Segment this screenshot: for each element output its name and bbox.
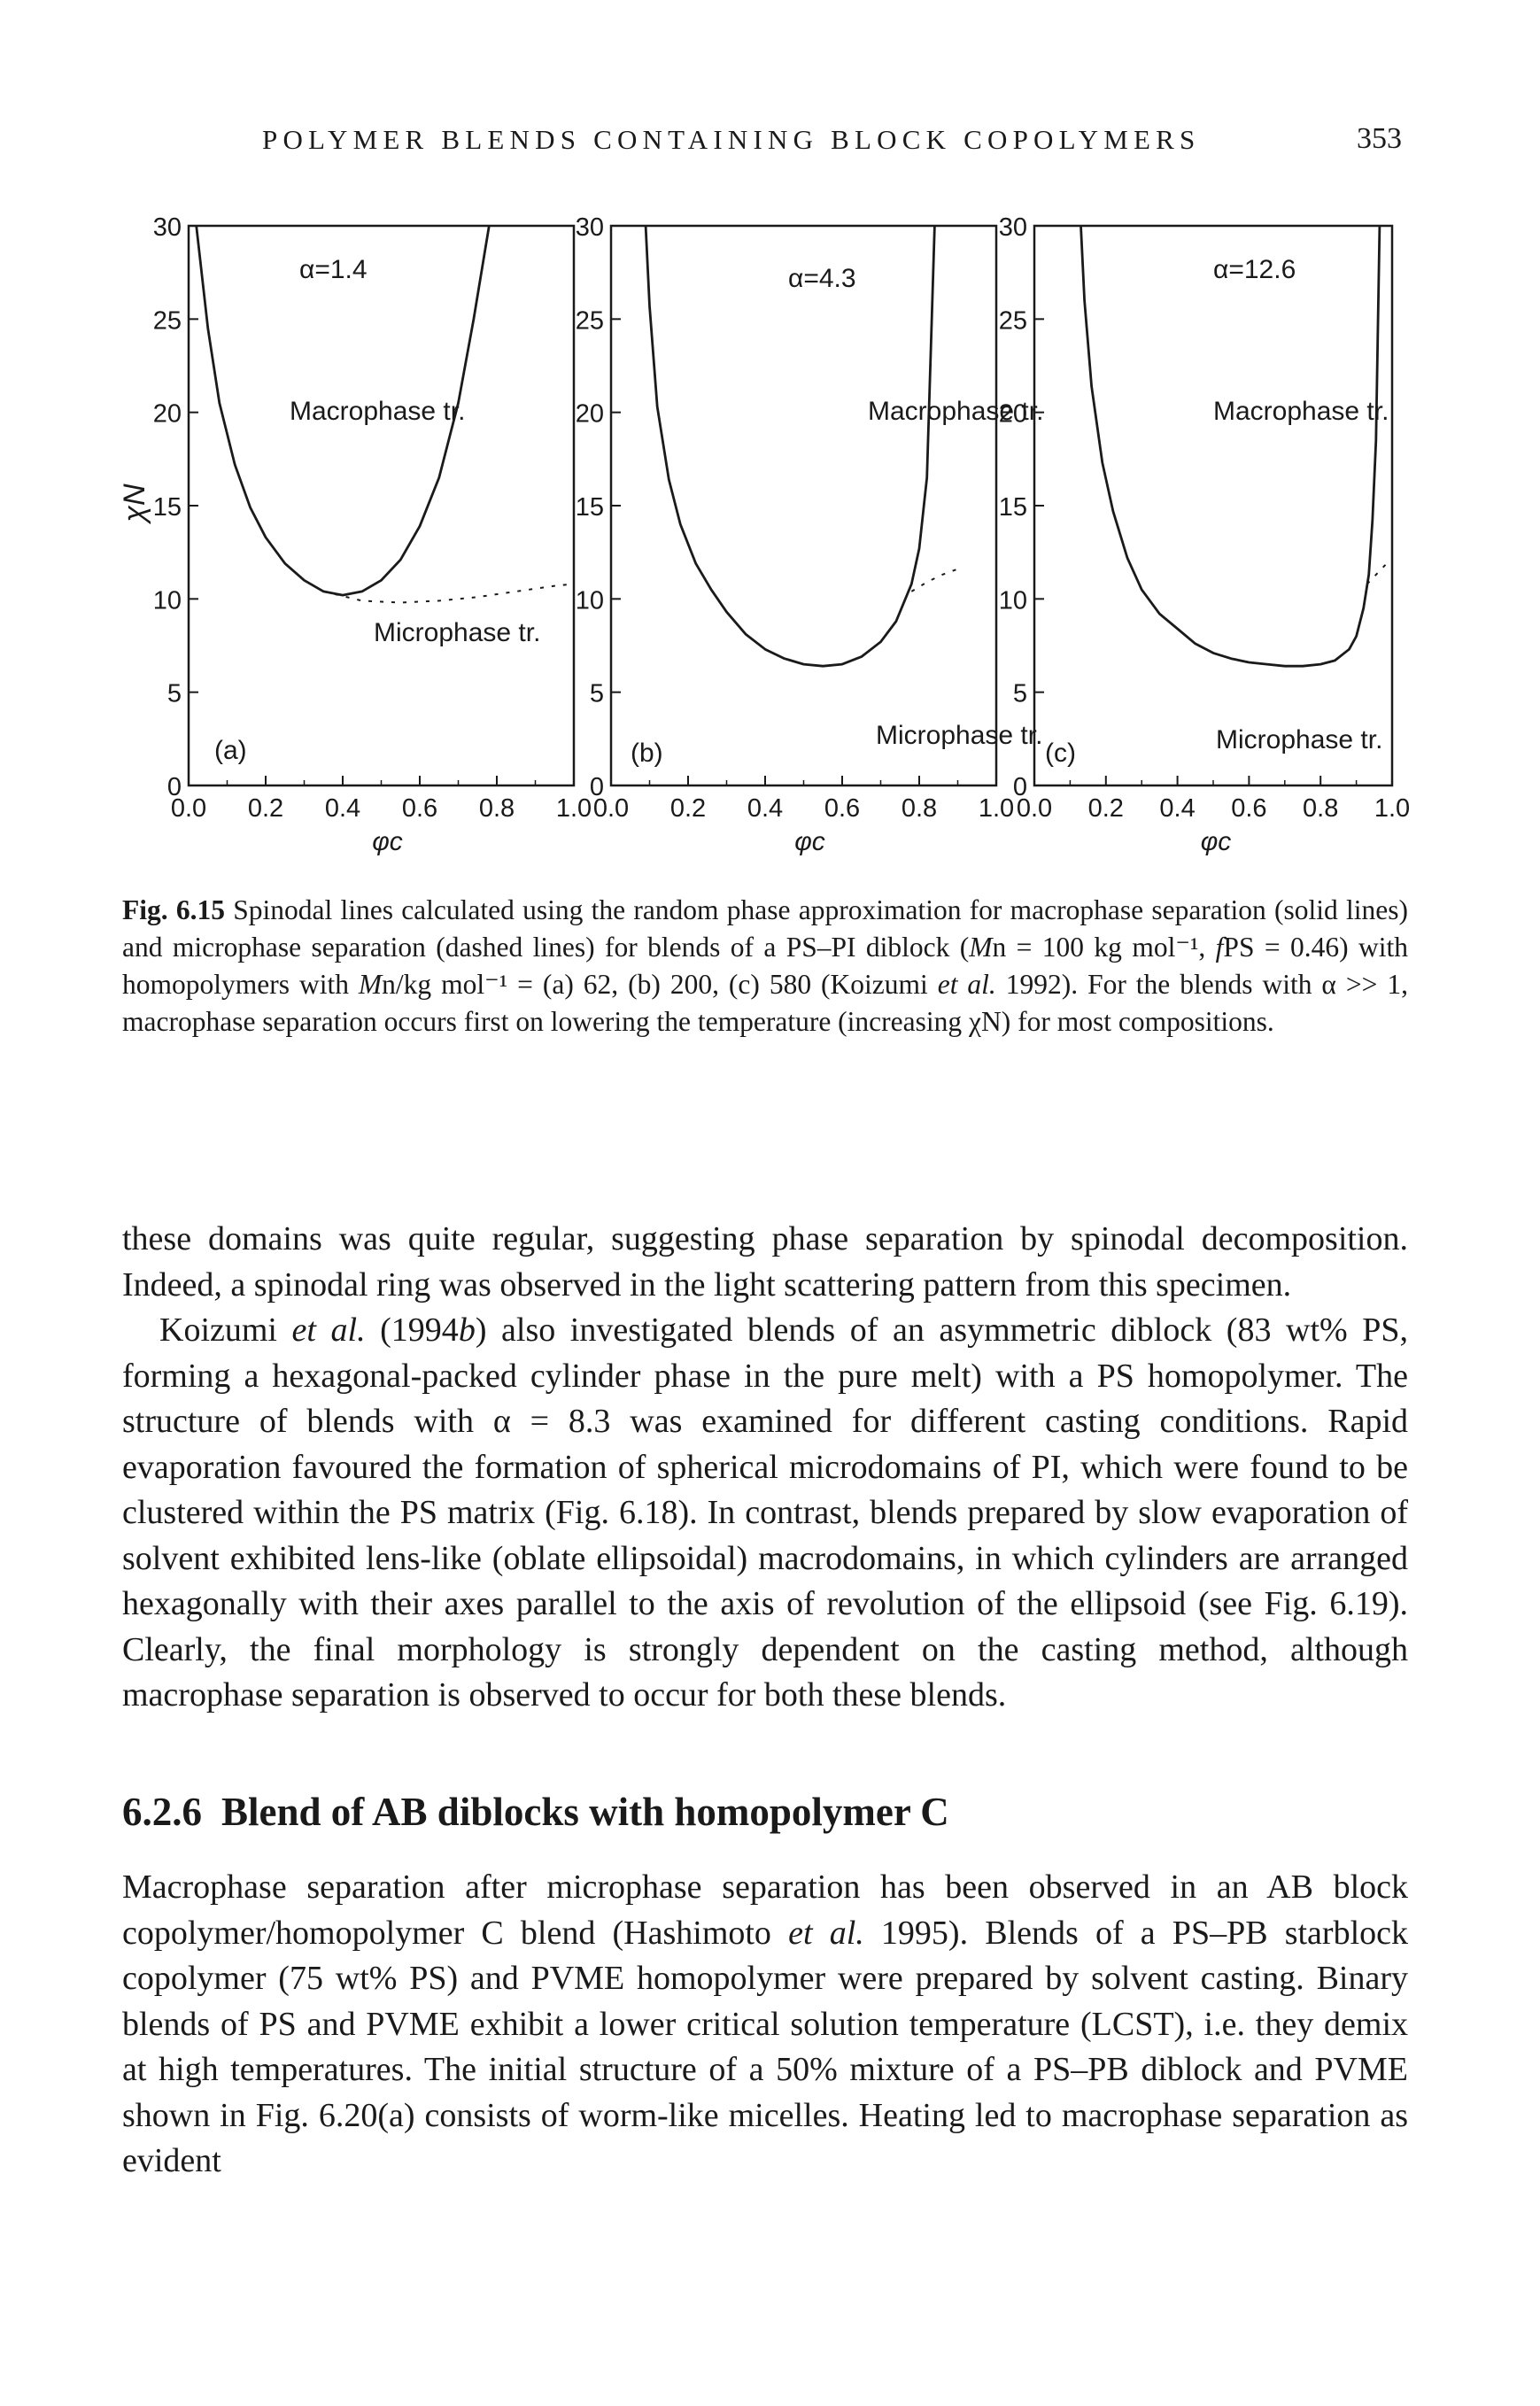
microphase-dashed-line — [910, 568, 958, 592]
y-tick-label: 30 — [576, 213, 604, 242]
macrophase-label: Macrophase tr. — [290, 397, 465, 426]
y-tick-label: 0 — [590, 773, 604, 801]
x-tick-label: 0.0 — [593, 794, 629, 823]
paragraph-text: (1994 — [365, 1311, 459, 1349]
x-tick-label: 0.8 — [902, 794, 937, 823]
x-tick-label: 1.0 — [556, 794, 592, 823]
x-tick-label: 0.6 — [824, 794, 860, 823]
section-number: 6.2.6 — [122, 1790, 202, 1834]
section-title: Blend of AB diblocks with homopolymer C — [221, 1790, 949, 1834]
panel-letter: (c) — [1045, 739, 1076, 768]
paragraph-text: b — [458, 1311, 476, 1349]
body-text-top: these domains was quite regular, suggest… — [122, 1217, 1408, 1719]
y-tick-label: 20 — [576, 400, 604, 429]
y-tick-label: 15 — [576, 493, 604, 522]
plot-frame — [609, 224, 998, 787]
caption-var: M — [358, 969, 383, 1000]
y-tick-label: 20 — [153, 400, 182, 429]
y-tick-label: 30 — [153, 213, 182, 242]
x-tick-label: 0.8 — [1303, 794, 1338, 823]
y-tick-label: 0 — [167, 773, 182, 801]
caption-text: 1992). For the blends with α >> 1, macro… — [122, 969, 1408, 1037]
x-tick-label: 0.2 — [248, 794, 283, 823]
microphase-label: Microphase tr. — [374, 618, 540, 647]
macrophase-label: Macrophase tr. — [1213, 397, 1389, 426]
paragraph: Koizumi et al. (1994b) also investigated… — [122, 1308, 1408, 1719]
y-tick-label: 15 — [153, 493, 182, 522]
paragraph-etal: et al. — [788, 1914, 864, 1952]
microphase-dashed-line — [1366, 561, 1389, 585]
y-tick-label: 25 — [999, 306, 1027, 335]
x-tick-label: 0.0 — [1017, 794, 1052, 823]
caption-var: M — [969, 932, 993, 963]
macrophase-solid-line — [195, 225, 491, 597]
y-tick-label: 30 — [999, 213, 1027, 242]
page-number: 353 — [1357, 122, 1402, 155]
x-axis-label: φc — [372, 827, 403, 856]
panel-letter: (a) — [214, 736, 247, 765]
paragraph-text: Macrophase separation after microphase s… — [122, 1868, 1408, 1952]
caption-text: Spinodal lines calculated using the rand… — [122, 894, 1408, 963]
alpha-label: α=12.6 — [1213, 255, 1296, 284]
caption-text: PS = 0.46) with homopolymers with — [122, 932, 1408, 1000]
paragraph-etal: et al. — [291, 1311, 366, 1349]
y-tick-label: 5 — [1013, 680, 1027, 708]
y-tick-label: 10 — [576, 586, 604, 615]
spinodal-figure: 0 5 10 15 20 25 30 0.0 0.2 0.4 0.6 0.8 1.0 α=1.4 (a) Ma… — [118, 213, 1410, 856]
paragraph: these domains was quite regular, suggest… — [122, 1220, 1408, 1304]
microphase-dashed-line — [323, 583, 575, 604]
alpha-label: α=1.4 — [299, 255, 368, 284]
panel-letter: (b) — [631, 739, 663, 768]
y-tick-label: 25 — [576, 306, 604, 335]
x-axis-label: φc — [1201, 827, 1232, 856]
section-heading: 6.2.6 Blend of AB diblocks with homopolym… — [122, 1789, 949, 1835]
x-tick-label: 0.0 — [171, 794, 206, 823]
paragraph-text: 1995). Blends of a PS–PB starblock copol… — [122, 1914, 1409, 2180]
x-tick-label: 0.4 — [325, 794, 360, 823]
microphase-label: Microphase tr. — [876, 721, 1042, 750]
x-tick-label: 0.4 — [1159, 794, 1195, 823]
plot-frame — [187, 224, 576, 787]
y-tick-label: 20 — [999, 400, 1027, 429]
y-axis-label: χN — [118, 484, 151, 525]
paragraph-text: Koizumi — [159, 1311, 292, 1349]
y-tick-label: 10 — [153, 586, 182, 615]
microphase-label: Microphase tr. — [1216, 725, 1382, 754]
x-tick-label: 0.2 — [1088, 794, 1124, 823]
y-tick-label: 5 — [590, 680, 604, 708]
body-text-bottom: Macrophase separation after microphase s… — [122, 1865, 1408, 2185]
caption-etal: et al. — [937, 969, 996, 1000]
macrophase-solid-line — [1080, 225, 1381, 668]
y-tick-label: 10 — [999, 586, 1027, 615]
x-tick-label: 0.2 — [670, 794, 706, 823]
figure-caption: Fig. 6.15 Spinodal lines calculated usin… — [122, 892, 1408, 1041]
y-tick-label: 25 — [153, 306, 182, 335]
x-axis-label: φc — [794, 827, 825, 856]
x-tick-label: 0.6 — [402, 794, 437, 823]
paragraph-text: ) also investigated blends of an asymmet… — [122, 1311, 1408, 1714]
macrophase-label: Macrophase tr. — [868, 397, 1043, 426]
x-tick-label: 0.6 — [1231, 794, 1266, 823]
caption-var: f — [1215, 932, 1224, 963]
x-tick-label: 0.8 — [479, 794, 515, 823]
y-tick-label: 15 — [999, 493, 1027, 522]
running-head: POLYMER BLENDS CONTAINING BLOCK COPOLYME… — [262, 124, 1201, 155]
y-tick-label: 5 — [167, 680, 182, 708]
plot-frame — [1033, 224, 1394, 787]
caption-text: n/kg mol⁻¹ = (a) 62, (b) 200, (c) 580 (K… — [382, 969, 938, 1000]
x-tick-label: 0.4 — [747, 794, 783, 823]
paragraph: Macrophase separation after microphase s… — [122, 1865, 1408, 2185]
caption-label: Fig. 6.15 — [122, 894, 225, 925]
macrophase-solid-line — [644, 225, 936, 668]
y-tick-label: 0 — [1013, 773, 1027, 801]
x-tick-label: 1.0 — [979, 794, 1014, 823]
caption-text: n = 100 kg mol⁻¹, — [992, 932, 1216, 963]
alpha-label: α=4.3 — [788, 264, 856, 293]
x-tick-label: 1.0 — [1374, 794, 1410, 823]
